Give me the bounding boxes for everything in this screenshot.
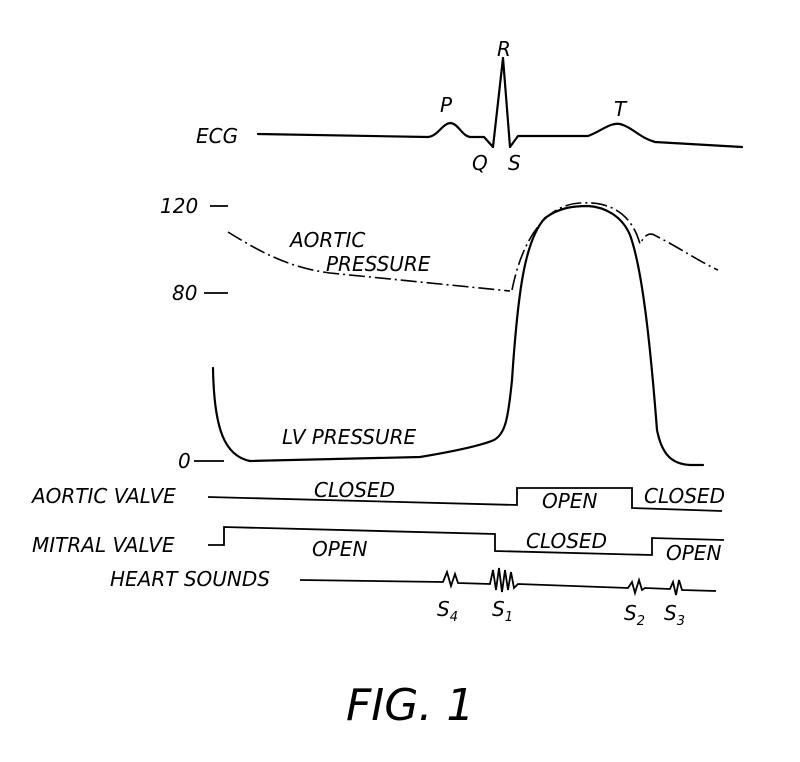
mitral-valve-state-line <box>208 526 725 556</box>
lv-pressure-label: LV PRESSURE <box>282 425 417 449</box>
lv-pressure-curve <box>211 204 705 467</box>
mitral-valve-label: MITRAL VALVE <box>32 533 175 557</box>
ecg-p-wave-label: P <box>440 93 453 117</box>
heart-sounds-label: HEART SOUNDS <box>110 567 270 591</box>
aortic-valve-label: AORTIC VALVE <box>30 484 176 508</box>
mitral-valve-state-open-2: OPEN <box>666 541 721 565</box>
heart-sound-s4: S4 <box>437 597 458 625</box>
heart-sound-s1: S1 <box>492 597 513 625</box>
mitral-valve-state-open-1: OPEN <box>312 537 367 561</box>
aortic-valve-state-open: OPEN <box>542 489 597 513</box>
aortic-pressure-curve-systole <box>511 202 719 291</box>
ecg-r-wave-label: R <box>497 37 511 61</box>
ecg-trace <box>256 56 744 149</box>
mitral-valve-state-closed: CLOSED <box>526 529 607 553</box>
aortic-pressure-curve <box>227 231 511 292</box>
aortic-pressure-label-line1: AORTIC <box>288 228 365 252</box>
axis-tick-120: 120 <box>160 194 198 218</box>
aortic-valve-state-closed-1: CLOSED <box>314 478 395 502</box>
ecg-t-wave-label: T <box>614 97 628 121</box>
figure-caption: FIG. 1 <box>346 680 474 731</box>
ecg-label: ECG <box>196 124 238 148</box>
heart-sounds-trace <box>299 567 717 597</box>
aortic-valve-state-closed-2: CLOSED <box>644 484 725 508</box>
ecg-q-wave-label: Q <box>472 151 488 175</box>
heart-sound-s2: S2 <box>624 601 645 629</box>
axis-tick-80: 80 <box>172 281 197 305</box>
aortic-pressure-label-line2: PRESSURE <box>326 252 431 276</box>
aortic-valve-state-line <box>207 487 723 512</box>
axis-tick-0: 0 <box>178 449 191 473</box>
ecg-s-wave-label: S <box>508 151 521 175</box>
heart-sound-s3: S3 <box>664 601 685 629</box>
